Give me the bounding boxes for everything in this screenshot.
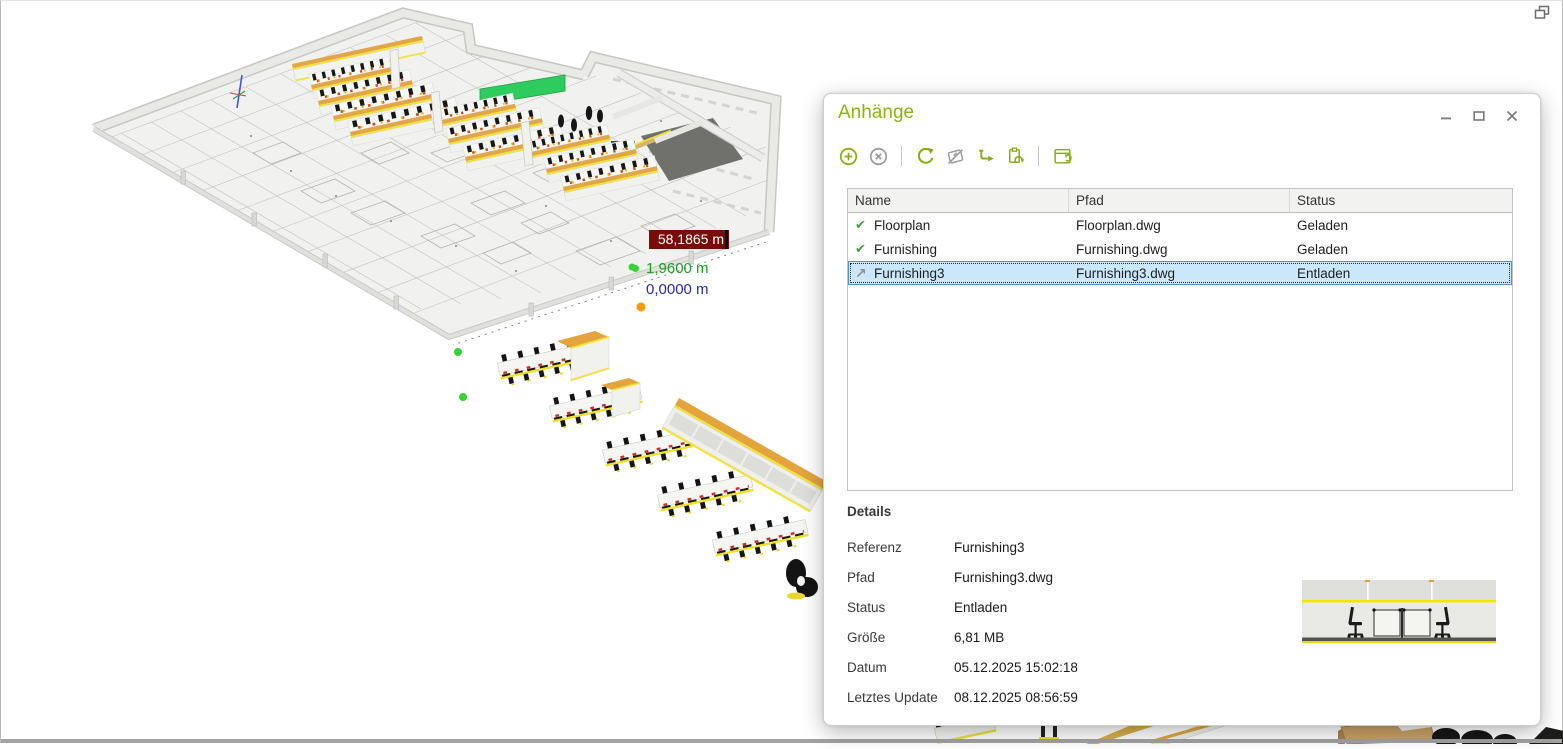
loaded-check-icon: ✔ xyxy=(855,217,866,232)
detail-row-referenz: Referenz Furnishing3 xyxy=(847,532,1078,562)
sync-clipboard-icon[interactable] xyxy=(1004,145,1026,167)
detail-row-pfad: Pfad Furnishing3.dwg xyxy=(847,562,1078,592)
row-status: Entladen xyxy=(1297,265,1351,281)
browse-window-icon[interactable] xyxy=(1051,145,1073,167)
detail-value: Entladen xyxy=(954,599,1008,615)
detail-label: Letztes Update xyxy=(847,689,938,705)
detail-value: 05.12.2025 15:02:18 xyxy=(954,659,1078,675)
dynamic-dimension-distance[interactable]: 58,1865 m xyxy=(649,230,729,249)
detail-value: 6,81 MB xyxy=(954,629,1005,645)
unload-icon[interactable] xyxy=(944,145,966,167)
attachments-table: Name Pfad Status ✔ Floorplan Floorplan.d… xyxy=(847,188,1513,491)
toolbar-separator xyxy=(1038,146,1039,166)
window-buttons xyxy=(1434,106,1524,126)
detach-x-icon[interactable] xyxy=(867,145,889,167)
column-header-pfad[interactable]: Pfad xyxy=(1069,189,1290,212)
dimension-green-value: 1,9600 m xyxy=(646,260,709,277)
row-path: Furnishing.dwg xyxy=(1076,241,1168,257)
detail-label: Status xyxy=(847,599,886,615)
row-name: Furnishing xyxy=(874,241,938,257)
details-rows: Referenz Furnishing3 Pfad Furnishing3.dw… xyxy=(847,532,1078,712)
column-header-status[interactable]: Status xyxy=(1297,193,1336,208)
detail-label: Referenz xyxy=(847,539,902,555)
details-heading: Details xyxy=(847,504,892,519)
row-status: Geladen xyxy=(1297,217,1349,233)
attachments-toolbar xyxy=(837,145,1073,167)
minimize-button[interactable] xyxy=(1434,106,1458,126)
table-header: Name Pfad Status xyxy=(848,189,1512,213)
detail-value: Furnishing3 xyxy=(954,539,1025,555)
detail-row-status: Status Entladen xyxy=(847,592,1078,622)
toolbar-separator xyxy=(901,146,902,166)
detail-label: Pfad xyxy=(847,569,875,585)
attach-plus-icon[interactable] xyxy=(837,145,859,167)
attachment-preview-thumbnail xyxy=(1302,580,1496,646)
detail-row-letztes-update: Letztes Update 08.12.2025 08:56:59 xyxy=(847,682,1078,712)
row-status: Geladen xyxy=(1297,241,1349,257)
dynamic-dimension-blue[interactable]: 0,0000 m xyxy=(646,281,709,298)
dynamic-dimension-green[interactable]: 1,9600 m xyxy=(632,259,709,278)
table-row-floorplan[interactable]: ✔ Floorplan Floorplan.dwg Geladen xyxy=(848,213,1512,237)
detail-row-groesse: Größe 6,81 MB xyxy=(847,622,1078,652)
ucs-axis-icon xyxy=(229,74,247,109)
unloaded-arrow-icon: ↗ xyxy=(855,264,867,281)
maximize-button[interactable] xyxy=(1467,106,1491,126)
detail-label: Größe xyxy=(847,629,886,645)
table-row-furnishing3-selected[interactable]: ↗ Furnishing3 Furnishing3.dwg Entladen xyxy=(848,261,1512,285)
bind-icon[interactable] xyxy=(974,145,996,167)
dialog-title: Anhänge xyxy=(838,102,915,123)
detail-row-datum: Datum 05.12.2025 15:02:18 xyxy=(847,652,1078,682)
row-path: Floorplan.dwg xyxy=(1076,217,1161,233)
canvas-bottom-edge xyxy=(1,739,1562,743)
table-row-furnishing[interactable]: ✔ Furnishing Furnishing.dwg Geladen xyxy=(848,237,1512,261)
loaded-check-icon: ✔ xyxy=(855,241,866,256)
detail-label: Datum xyxy=(847,659,887,675)
row-path: Furnishing3.dwg xyxy=(1076,265,1176,281)
attachments-dialog: Anhänge xyxy=(823,93,1541,726)
close-button[interactable] xyxy=(1500,106,1524,126)
green-point-marker xyxy=(632,265,639,272)
detail-value: 08.12.2025 08:56:59 xyxy=(954,689,1078,705)
detail-value: Furnishing3.dwg xyxy=(954,569,1054,585)
row-name: Furnishing3 xyxy=(874,265,945,281)
column-header-name[interactable]: Name xyxy=(848,189,1069,212)
restore-viewport-icon[interactable] xyxy=(1534,5,1551,25)
reload-icon[interactable] xyxy=(914,145,936,167)
row-name: Floorplan xyxy=(874,217,931,233)
